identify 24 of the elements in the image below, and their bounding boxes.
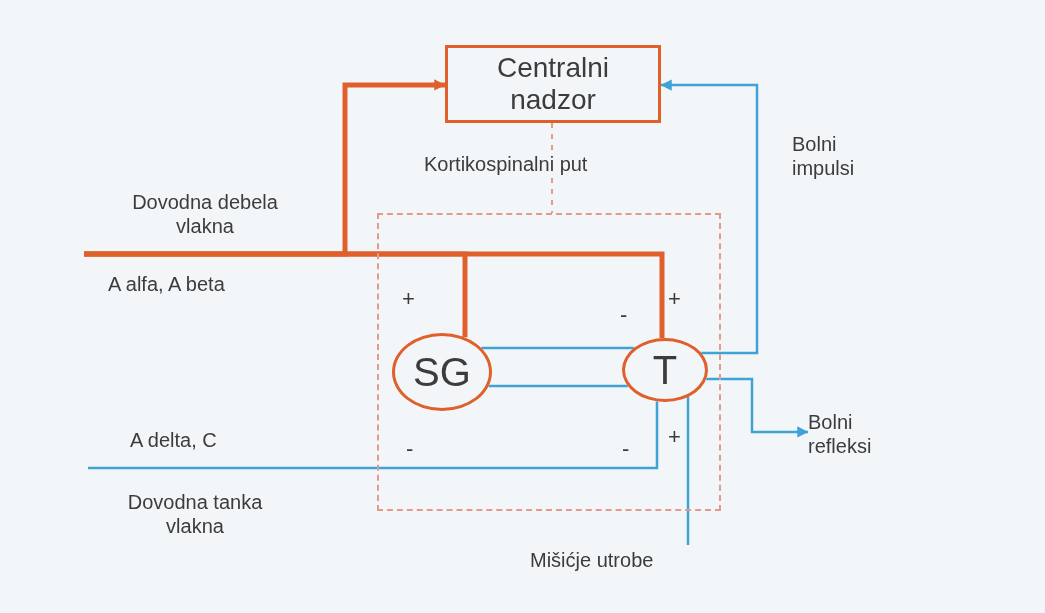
process-box: Centralni nadzor (445, 45, 661, 123)
connector-line (481, 346, 634, 350)
fiber-label: A delta, C (130, 428, 218, 452)
circle-node: T (622, 338, 708, 402)
fiber-label: A alfa, A beta (108, 272, 226, 296)
connector-line (88, 401, 659, 470)
sign-label: - (406, 436, 415, 463)
arrow (660, 79, 759, 355)
arrow (706, 377, 809, 438)
sign-label: + (668, 286, 682, 313)
node-label: Mišićje utrobe (530, 545, 710, 575)
sign-label: - (622, 436, 631, 463)
sign-label: - (620, 302, 629, 329)
connector-line (84, 251, 665, 339)
circle-node: SG (392, 333, 492, 411)
fiber-label: Dovodna debela vlakna (131, 190, 279, 238)
edge-label: Bolni impulsi (791, 132, 856, 180)
sign-label: + (668, 424, 682, 451)
node-label: Bolni refleksi (808, 408, 918, 460)
connector-line (488, 384, 628, 388)
dashed-region-box (377, 213, 721, 511)
fiber-label: Dovodna tanka vlakna (126, 490, 264, 538)
sign-label: + (402, 286, 416, 313)
connector-line (686, 397, 690, 545)
